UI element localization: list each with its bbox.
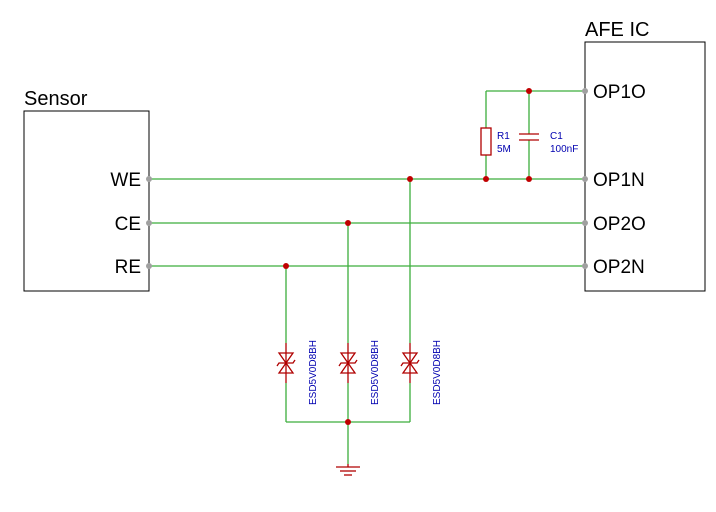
resistor-r1 xyxy=(480,127,492,156)
r1-value: 5M xyxy=(497,144,511,155)
sensor-pin-we: WE xyxy=(110,170,141,191)
sensor-block xyxy=(23,110,150,292)
junction-re-esd xyxy=(283,263,289,269)
c1-value: 100nF xyxy=(550,144,578,155)
afe-pin-op2n: OP2N xyxy=(593,257,645,278)
afe-pin-op1o: OP1O xyxy=(593,82,646,103)
afe-ic-title: AFE IC xyxy=(585,19,649,41)
pin-end-we xyxy=(146,176,152,182)
afe-ic-block xyxy=(584,41,706,292)
afe-pin-op1n: OP1N xyxy=(593,170,645,191)
sensor-pin-ce: CE xyxy=(115,214,141,235)
esd-diode-2 xyxy=(338,343,358,383)
pin-end-op1n xyxy=(582,176,588,182)
esd-2-label: ESD5V0D8BH xyxy=(370,340,381,405)
esd-diode-1 xyxy=(276,343,296,383)
sensor-pin-re: RE xyxy=(115,257,141,278)
pin-end-ce xyxy=(146,220,152,226)
sensor-title: Sensor xyxy=(24,88,88,110)
junction-op1o-c1 xyxy=(526,88,532,94)
esd-1-label: ESD5V0D8BH xyxy=(308,340,319,405)
pin-end-op2n xyxy=(582,263,588,269)
afe-pin-op2o: OP2O xyxy=(593,214,646,235)
esd-diode-3 xyxy=(400,343,420,383)
junction-esd-ground xyxy=(345,419,351,425)
ground-symbol xyxy=(336,464,360,476)
pin-end-op2o xyxy=(582,220,588,226)
esd-3-label: ESD5V0D8BH xyxy=(432,340,443,405)
junction-ce-esd xyxy=(345,220,351,226)
r1-ref: R1 xyxy=(497,131,510,142)
pin-end-re xyxy=(146,263,152,269)
junction-r1-op1n xyxy=(483,176,489,182)
junction-we-esd xyxy=(407,176,413,182)
junction-c1-op1n xyxy=(526,176,532,182)
pin-end-op1o xyxy=(582,88,588,94)
c1-ref: C1 xyxy=(550,131,563,142)
